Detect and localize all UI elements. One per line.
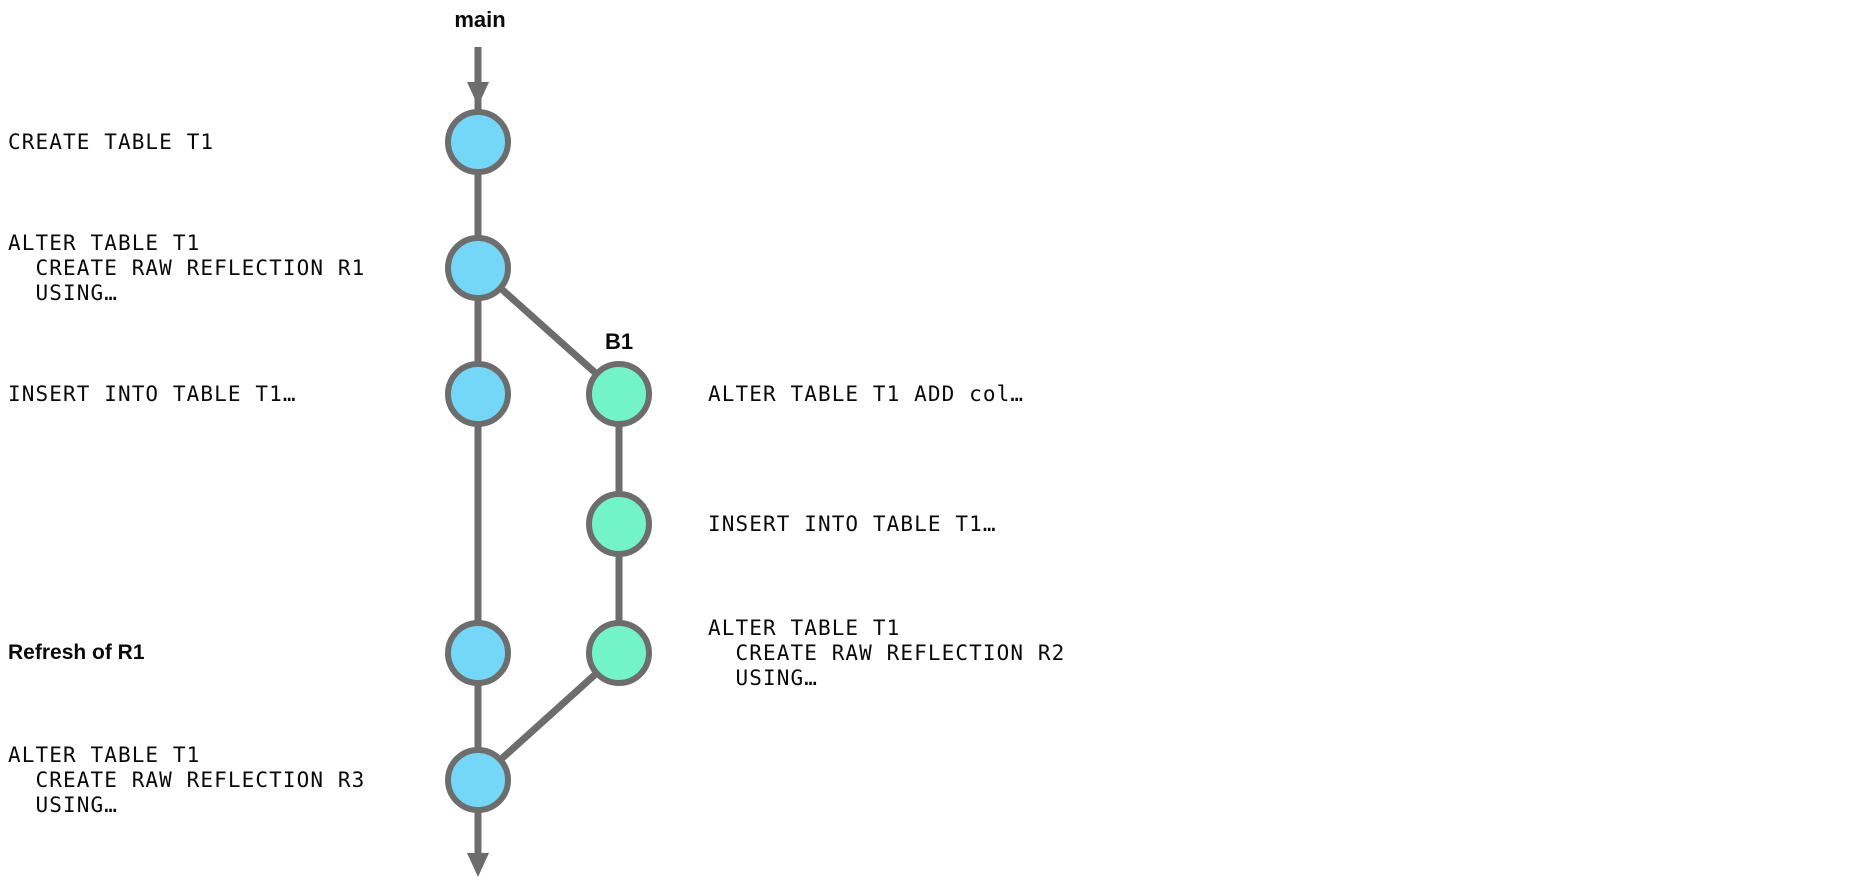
commit-node-b1-1 <box>586 361 652 427</box>
main-commit-nodes <box>445 109 511 813</box>
commit-node-main-5 <box>445 747 511 813</box>
b1-annotation-alter-add-col: ALTER TABLE T1 ADD col… <box>708 382 1025 406</box>
main-annotation-insert: INSERT INTO TABLE T1… <box>8 382 297 406</box>
b1-annotation-insert: INSERT INTO TABLE T1… <box>708 512 997 536</box>
commit-node-main-4 <box>445 620 511 686</box>
edges <box>474 47 623 858</box>
main-annotation-refresh-r1: Refresh of R1 <box>8 641 145 664</box>
arrowheads <box>467 82 489 877</box>
commit-node-b1-2 <box>586 491 652 557</box>
commit-node-main-2 <box>445 235 511 301</box>
commit-node-main-1 <box>445 109 511 175</box>
commit-node-b1-3 <box>586 620 652 686</box>
main-annotation-reflection-r1: ALTER TABLE T1 CREATE RAW REFLECTION R1 … <box>8 231 366 305</box>
main-annotation-reflection-r3: ALTER TABLE T1 CREATE RAW REFLECTION R3 … <box>8 743 366 817</box>
main-branch-label: main <box>454 7 506 32</box>
commit-node-main-3 <box>445 361 511 427</box>
main-annotation-create-table: CREATE TABLE T1 <box>8 130 215 154</box>
commit-nodes <box>445 109 652 813</box>
b1-annotation-reflection-r2: ALTER TABLE T1 CREATE RAW REFLECTION R2 … <box>708 616 1066 690</box>
bottom-arrow-icon <box>467 853 489 877</box>
b1-commit-nodes <box>586 361 652 686</box>
b1-branch-label: B1 <box>604 329 634 354</box>
top-arrow-icon <box>467 82 489 106</box>
